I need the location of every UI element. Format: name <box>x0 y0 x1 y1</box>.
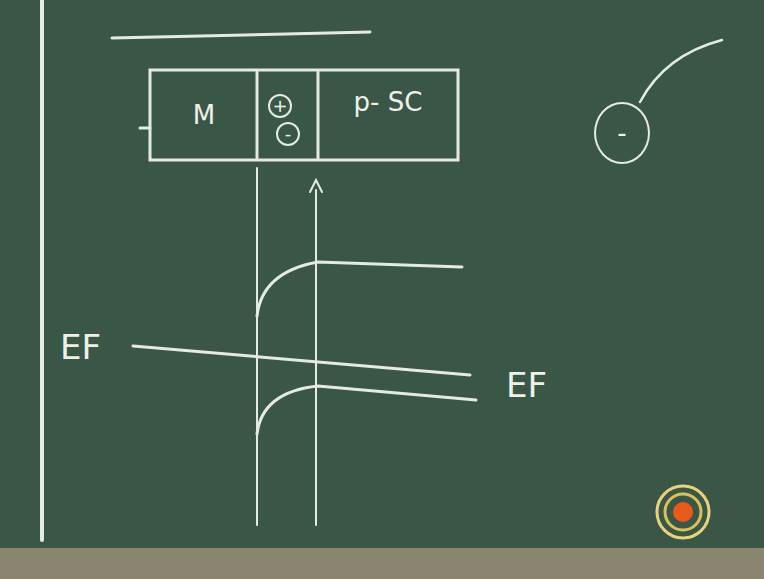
node-text: + <box>272 97 287 115</box>
logo-icon <box>657 486 709 538</box>
arrow-head <box>310 180 322 192</box>
lead <box>140 127 150 130</box>
node-text: - <box>285 125 292 143</box>
chalk-ledge <box>0 548 764 579</box>
guide-line <box>315 190 317 525</box>
chalk-stroke <box>640 40 722 102</box>
board-edge <box>40 0 44 540</box>
metal-region: M <box>152 72 256 158</box>
node-text: p- SC <box>354 89 423 115</box>
underline <box>112 32 370 38</box>
guide-line <box>256 168 258 525</box>
divider <box>317 72 320 158</box>
divider <box>256 72 259 158</box>
charge-circle: - <box>276 122 300 146</box>
node-text: M <box>193 102 215 128</box>
fermi-level <box>133 346 470 375</box>
fermi-label: EF <box>506 368 547 402</box>
semiconductor-region: p- SC <box>320 72 456 132</box>
electron-circle: - <box>594 102 650 164</box>
junction-box <box>150 70 458 160</box>
node-text: - <box>617 120 626 146</box>
charge-circle: + <box>268 94 292 118</box>
valence-band <box>257 386 476 434</box>
conduction-band <box>257 262 462 316</box>
fermi-label: EF <box>60 330 101 364</box>
